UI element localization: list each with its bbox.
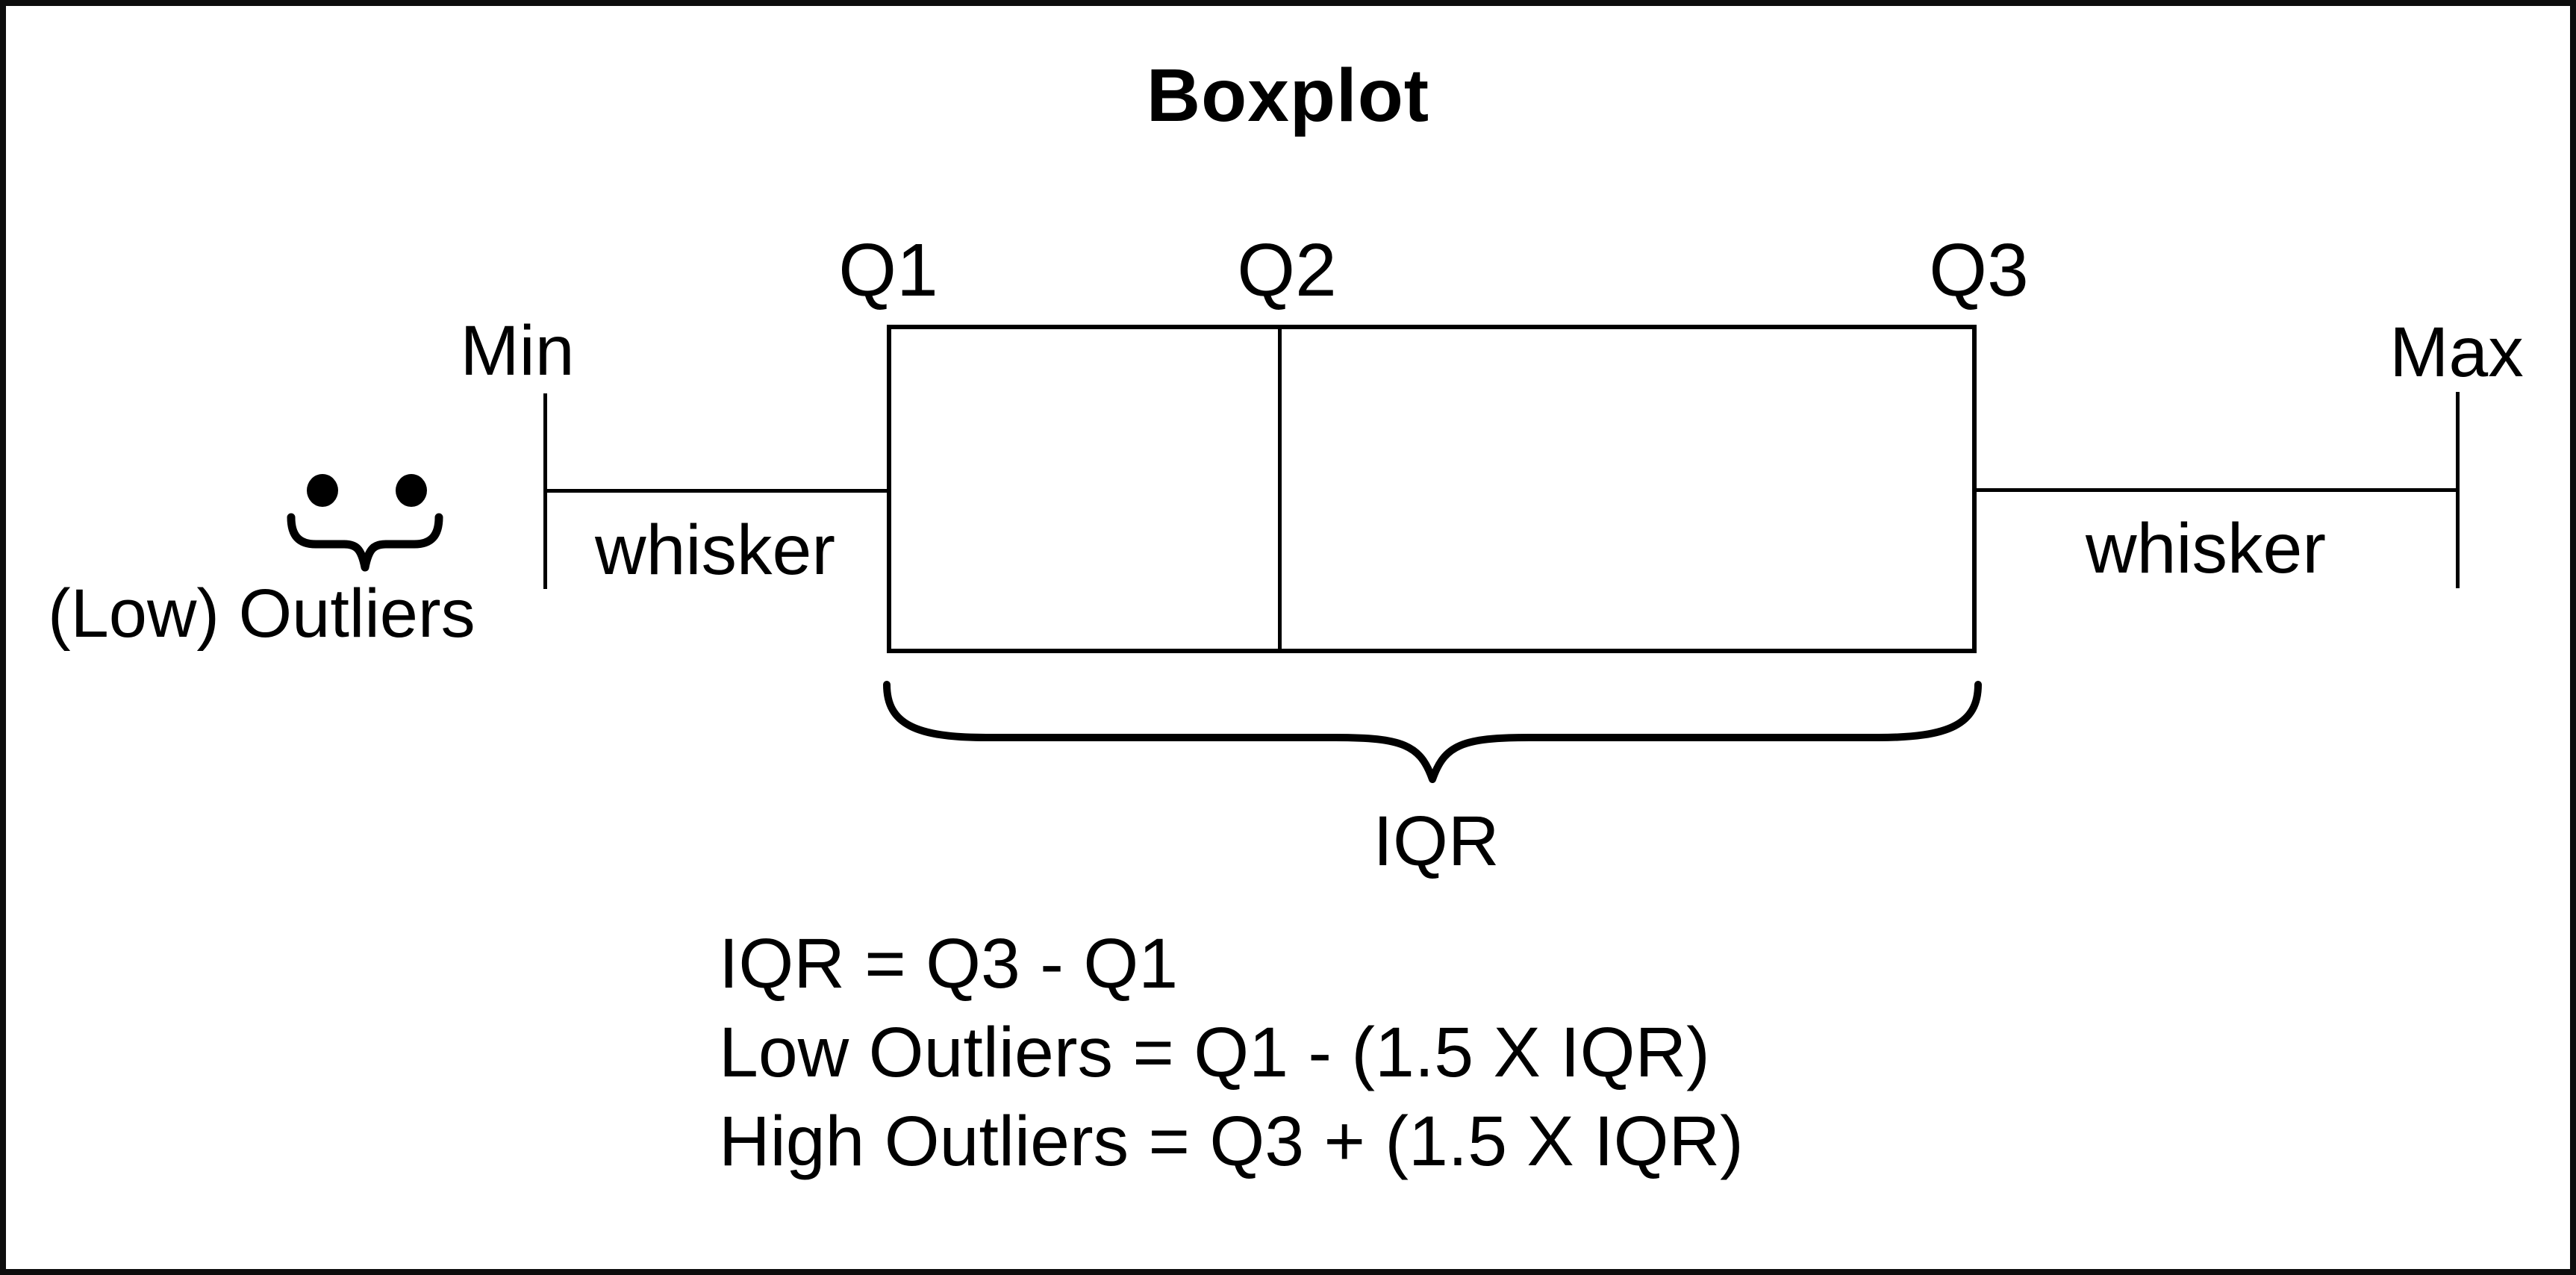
- q1-label: Q1: [838, 228, 938, 312]
- iqr-box: [887, 325, 1977, 653]
- low-outliers-label: (Low) Outliers: [48, 576, 475, 652]
- right-whisker-label: whisker: [2085, 509, 2327, 588]
- right-whisker-line: [1975, 488, 2458, 492]
- formula-high-outliers: High Outliers = Q3 + (1.5 X IQR): [719, 1102, 1744, 1181]
- max-label: Max: [2389, 313, 2524, 392]
- outliers-brace-icon: [286, 512, 444, 573]
- formula-low-outliers: Low Outliers = Q1 - (1.5 X IQR): [719, 1013, 1710, 1092]
- iqr-label: IQR: [1373, 802, 1500, 881]
- median-line-q2: [1278, 326, 1282, 652]
- page-title: Boxplot: [1146, 54, 1430, 137]
- min-label: Min: [460, 311, 575, 390]
- left-whisker-label: whisker: [594, 511, 836, 590]
- q2-label: Q2: [1237, 228, 1337, 312]
- outlier-dot-icon: [396, 474, 427, 507]
- iqr-brace-icon: [882, 679, 1983, 785]
- formula-iqr: IQR = Q3 - Q1: [719, 924, 1179, 1003]
- formulas-block: IQR = Q3 - Q1 Low Outliers = Q1 - (1.5 X…: [719, 920, 1744, 1186]
- left-whisker-line: [545, 489, 888, 493]
- q3-label: Q3: [1929, 228, 2029, 312]
- outlier-dot-icon: [307, 474, 338, 507]
